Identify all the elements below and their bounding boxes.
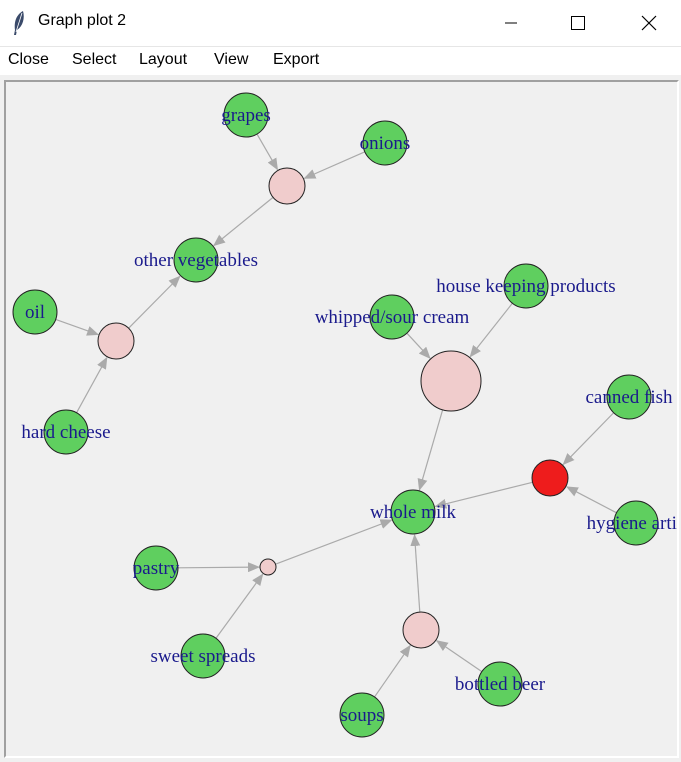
edge-hard-cheese-to-rule [76, 356, 108, 414]
item-label-grapes: grapes [221, 105, 271, 126]
item-label-bottled-beer: bottled beer [455, 674, 546, 695]
item-node-other-vegetables[interactable] [173, 237, 219, 283]
item-node-onions[interactable] [362, 120, 408, 166]
edge-rule-to-whole-milk [417, 409, 444, 491]
item-node-bottled-beer[interactable] [477, 661, 523, 707]
item-label-other-vegetables: other vegetables [134, 250, 258, 271]
minimize-button[interactable] [488, 0, 534, 46]
edge-rule-to-other-vegetables [128, 275, 181, 329]
edge-rule-to-whole-milk [410, 533, 421, 613]
item-label-soups: soups [340, 705, 383, 726]
edge-hygiene-to-rule [565, 486, 617, 514]
edge-pastry-to-rule [177, 562, 261, 573]
item-node-hygiene[interactable] [613, 500, 659, 546]
item-node-grapes[interactable] [223, 92, 269, 138]
item-node-soups[interactable] [339, 692, 385, 738]
edge-sweet-spreads-to-rule [215, 573, 264, 639]
minimize-icon [505, 22, 517, 24]
item-node-whole-milk[interactable] [390, 489, 436, 535]
edge-canned-fish-to-rule [562, 412, 615, 466]
edge-whipped-sour-to-rule [406, 332, 431, 359]
item-label-canned-fish: canned fish [585, 387, 673, 408]
item-label-whole-milk: whole milk [370, 502, 457, 523]
title-bar: Graph plot 2 [0, 0, 681, 46]
item-label-house-keeping: house keeping products [436, 276, 615, 297]
graph-plot[interactable]: grapes onions other vegetables oil hard chee… [6, 82, 681, 756]
edge-house-keeping-to-rule [469, 302, 513, 358]
edge-rule-to-whole-milk [434, 481, 533, 509]
item-node-sweet-spreads[interactable] [180, 633, 226, 679]
item-node-house-keeping[interactable] [503, 263, 549, 309]
maximize-button[interactable] [555, 0, 601, 46]
graph-canvas[interactable]: grapes onions other vegetables oil hard chee… [4, 80, 681, 758]
item-node-hard-cheese[interactable] [43, 409, 89, 455]
item-node-pastry[interactable] [133, 545, 179, 591]
edge-onions-to-rule [303, 151, 366, 179]
menu-select[interactable]: Select [72, 51, 117, 68]
close-icon [641, 15, 657, 31]
edge-grapes-to-rule [256, 133, 279, 171]
menu-bar: Close Select Layout View Export [0, 46, 681, 75]
rule-node[interactable] [402, 611, 440, 649]
item-label-sweet-spreads: sweet spreads [151, 646, 256, 667]
menu-close[interactable]: Close [8, 51, 49, 68]
edge-oil-to-rule [55, 318, 100, 336]
menu-export[interactable]: Export [273, 51, 320, 68]
item-label-hygiene: hygiene artic [587, 513, 677, 534]
item-label-whipped-sour: whipped/sour cream [315, 307, 470, 328]
edge-rule-to-whole-milk [275, 519, 393, 565]
edge-soups-to-rule [374, 644, 411, 698]
item-node-oil[interactable] [12, 289, 58, 335]
item-node-whipped-sour[interactable] [369, 294, 415, 340]
feather-icon [14, 11, 24, 35]
edge-rule-to-other-vegetables [213, 196, 274, 247]
rule-node[interactable] [259, 558, 277, 576]
menu-layout[interactable]: Layout [139, 51, 188, 68]
item-node-canned-fish[interactable] [606, 374, 652, 420]
rule-node[interactable] [420, 350, 482, 412]
item-label-onions: onions [360, 133, 411, 154]
item-label-oil: oil [25, 302, 45, 323]
menu-view[interactable]: View [214, 51, 249, 68]
edge-bottled-beer-to-rule [435, 640, 483, 673]
item-label-hard-cheese: hard cheese [21, 422, 110, 443]
rule-node[interactable] [268, 167, 306, 205]
window-title: Graph plot 2 [38, 12, 127, 29]
close-window-button[interactable] [626, 0, 672, 46]
rule-node[interactable] [97, 322, 135, 360]
maximize-icon [571, 16, 585, 30]
item-label-pastry: pastry [133, 558, 180, 579]
rule-node-selected[interactable] [531, 459, 569, 497]
